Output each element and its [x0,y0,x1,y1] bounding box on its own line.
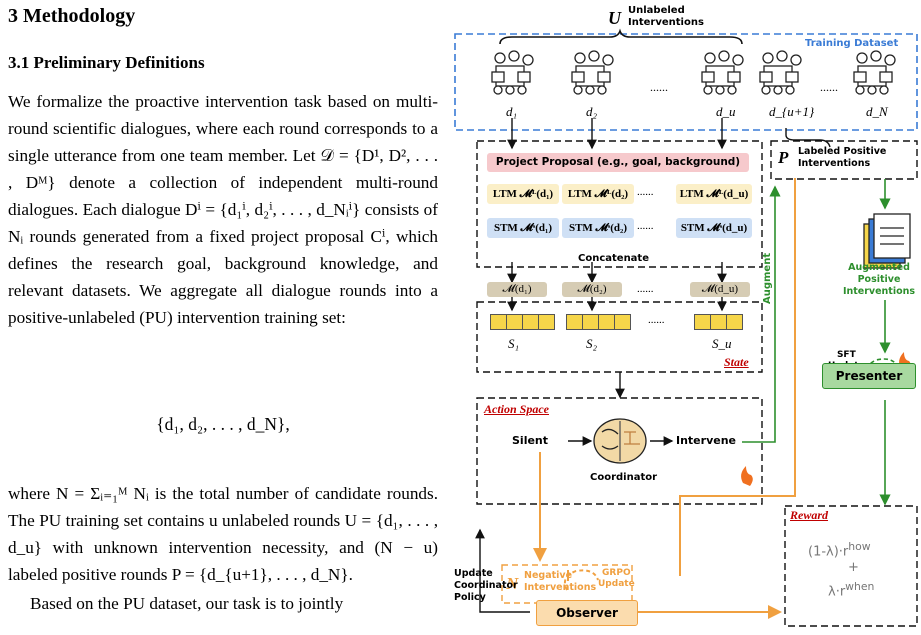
ellipsis: ...... [820,80,838,94]
ellipsis: ...... [637,283,654,295]
negative-title: Negative Interventions [524,570,597,593]
stm-box-u: STM 𝓜ˢ(d_u) [676,218,752,238]
ellipsis: ...... [637,186,654,198]
methodology-figure: U Unlabeled Interventions Training Datas… [450,0,921,635]
reward-how: (1-λ)·rhow [808,540,871,560]
unlabeled-title: Unlabeled Interventions [628,5,704,28]
dialogue-group-icons [491,50,896,95]
update-policy-label: Update Coordinator Policy [454,568,518,603]
project-proposal-box: Project Proposal (e.g., goal, background… [487,153,749,172]
reward-title: Reward [790,508,829,522]
augmented-label: Augmented Positive Interventions [842,262,916,297]
document-stack-icon [863,213,911,269]
reward-when: λ·rwhen [828,580,875,600]
training-dataset-box [454,33,918,131]
grpo-update-label: GRPO Update [598,568,635,589]
reward-plus: + [848,560,859,575]
state-label-u: S_u [712,336,732,351]
equation-training-set: {d₁, d₂, . . . , d_N}, [156,414,290,434]
dialogue-label-u1: d_{u+1} [769,104,815,119]
ltm-box-1: LTM 𝓜ᴸ(d₁) [487,184,559,204]
ellipsis: ...... [648,314,665,326]
ellipsis: ...... [637,220,654,232]
presenter-box: Presenter [822,363,916,389]
figure-graphics [454,28,918,627]
observer-box: Observer [536,600,638,626]
action-space-box [476,397,763,505]
action-space-title: Action Space [484,402,549,416]
concatenate-label: Concatenate [578,253,649,264]
ltm-box-u: LTM 𝓜ᴸ(d_u) [676,184,752,204]
unlabeled-brace [499,28,743,45]
paragraph-task: Based on the PU dataset, our task is to … [30,594,344,613]
intervene-label: Intervene [676,434,736,447]
stm-box-2: STM 𝓜ˢ(d₂) [562,218,634,238]
flame-icon [741,466,753,486]
dialogue-label-1: d₁ [506,104,518,119]
silent-label: Silent [512,434,549,447]
state-label-2: S₂ [586,336,598,351]
subsection-heading: 3.1 Preliminary Definitions [8,53,205,72]
reward-box [784,505,918,627]
paragraph-pu-set: where N = Σᵢ₌₁ᴹ Nᵢ is the total number o… [8,484,438,584]
labeled-positive-box [770,140,918,180]
state-label-1: S₁ [508,336,520,351]
ltm-box-2: LTM 𝓜ᴸ(d₂) [562,184,634,204]
augment-label: Augment [762,252,773,304]
memory-box-2: 𝓜(d₂) [562,282,622,297]
negative-symbol: N [506,574,519,593]
dialogue-label-2: d₂ [586,104,598,119]
memory-module-box [476,140,763,268]
memory-box-u: 𝓜(d_u) [690,282,750,297]
training-dataset-label: Training Dataset [805,38,899,49]
paragraph-definitions: We formalize the proactive intervention … [8,92,438,327]
ellipsis: ...... [650,80,668,94]
coordinator-label: Coordinator [590,472,658,483]
dialogue-label-u: d_u [716,104,736,119]
stm-box-1: STM 𝓜ˢ(d₁) [487,218,559,238]
dialogue-label-n: d_N [866,104,888,119]
brain-icon [593,418,647,464]
positive-symbol: P [778,148,789,167]
section-heading: 3 Methodology [8,5,136,27]
memory-box-1: 𝓜(d₁) [487,282,547,297]
unlabeled-symbol: U [608,8,621,28]
state-title: State [724,355,749,369]
labeled-positive-title: Labeled Positive Interventions [798,146,887,169]
